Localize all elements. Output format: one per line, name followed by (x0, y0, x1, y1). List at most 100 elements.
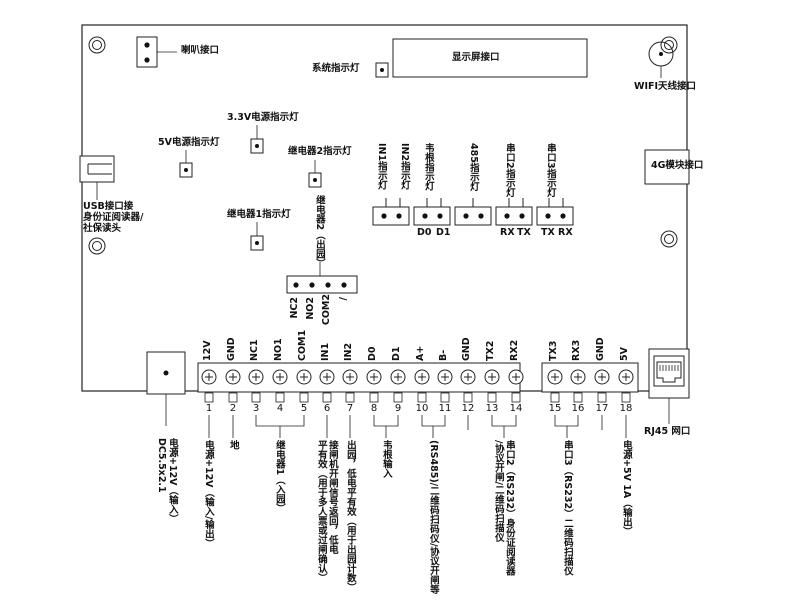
rs485-indicator-label: 485指示灯 (467, 143, 479, 192)
terminal-screw-icon (594, 369, 610, 403)
terminal-label: B- (438, 349, 449, 361)
terminal-7-desc: 出园，低电平有效（用于出园计数） (344, 440, 356, 592)
terminal-1011-desc: (RS485)/二维码扫码仪/协议开闸等 (427, 440, 439, 595)
terminal-number: 12 (461, 403, 475, 414)
wiegand-pin-d1: D1 (436, 227, 451, 238)
display-connector (392, 38, 588, 78)
wifi-label: WIFI天线接口 (634, 81, 697, 92)
terminal-label: D0 (367, 346, 378, 362)
terminal-label: IN1 (320, 342, 331, 361)
terminal-screw-icon (414, 369, 430, 403)
terminal-screw-icon (484, 369, 500, 403)
terminal-label: RX2 (509, 339, 520, 361)
uart3-indicator-label: 串口3指示灯 (544, 143, 556, 198)
terminal-label: GND (461, 337, 472, 361)
led-3v3-label: 3.3V电源指示灯 (227, 112, 299, 123)
speaker-connector (136, 36, 177, 68)
in1-indicator-label: IN1指示灯 (375, 143, 387, 190)
uart2-pin-rx: RX (500, 227, 515, 238)
terminal-screw-icon (547, 369, 563, 403)
terminal-screw-icon (437, 369, 453, 403)
terminal-2-desc: 地 (227, 440, 239, 450)
wifi-antenna-icon (648, 41, 674, 78)
terminal-number: 15 (548, 403, 562, 414)
terminal-label: RX3 (571, 339, 582, 361)
relay2-pin-com2: COM2 (321, 294, 332, 326)
terminal-number: 9 (394, 403, 402, 414)
4g-module-label: 4G模块接口 (651, 160, 704, 171)
uart3-pin-rx: RX (558, 227, 573, 238)
indicator-headers (372, 198, 574, 226)
display-label: 显示屏接口 (452, 52, 500, 63)
uart2-indicator-label: 串口2指示灯 (503, 143, 515, 198)
terminal-number: 17 (595, 403, 609, 414)
power-input-desc: 电源+12V（输入） DC5.5x2.1 (155, 438, 178, 524)
terminal-screw-icon (248, 369, 264, 403)
terminal-screw-icon (225, 369, 241, 403)
wiegand-pin-d0: D0 (417, 227, 432, 238)
terminal-label: TX3 (548, 340, 559, 361)
terminal-label: 5V (619, 347, 630, 361)
terminal-number: 3 (252, 403, 260, 414)
terminal-number: 10 (415, 403, 429, 414)
terminal-label: GND (226, 337, 237, 361)
wiegand-indicator-label: 韦根指示灯 (422, 143, 434, 191)
terminal-number: 14 (509, 403, 523, 414)
relay2-header (286, 262, 358, 294)
terminal-1-desc: 电源+12V（输入/输出） (202, 440, 214, 549)
terminal-screw-icon (201, 369, 217, 403)
indicator-dots (381, 213, 566, 219)
terminal-screw-icon (618, 369, 634, 403)
terminal-screw-icon (342, 369, 358, 403)
led-relay2 (308, 160, 322, 188)
terminal-label: 12V (202, 340, 213, 361)
terminal-1516-desc: 串口3（RS232）二维码扫描仪 (561, 440, 573, 576)
terminal-number: 8 (370, 403, 378, 414)
terminal-label: TX2 (485, 340, 496, 361)
uart3-pin-tx: TX (541, 227, 555, 238)
terminal-screw-icon (508, 369, 524, 403)
dc-jack (146, 351, 186, 426)
terminal-number: 16 (571, 403, 585, 414)
uart2-pin-tx: TX (517, 227, 531, 238)
leader-lines (208, 415, 627, 438)
terminal-screw-icon (390, 369, 406, 403)
terminal-number: 11 (438, 403, 452, 414)
terminal-screw-icon (570, 369, 586, 403)
rj45-port (648, 348, 690, 424)
terminal-number: 13 (485, 403, 499, 414)
terminal-6-desc: 接闸机开闸信号返回，低电 平有效（用于多人票或过闸确认） (315, 440, 338, 583)
terminal-18-desc: 电源+5V 1A（输出） (620, 440, 632, 537)
terminal-screw-icon (319, 369, 335, 403)
terminal-1314-desc: 串口2（RS232）身份证阅读器 /协议开闸/二维码扫描仪 (492, 440, 515, 576)
terminal-number: 1 (205, 403, 213, 414)
in2-indicator-label: IN2指示灯 (398, 143, 410, 190)
terminal-screw-icon (272, 369, 288, 403)
terminal-number: 4 (276, 403, 284, 414)
led-relay1 (250, 222, 264, 251)
led-relay2-label: 继电器2指示灯 (288, 146, 352, 157)
usb-label: USB接口接 身份证阅读器/ 社保读头 (83, 201, 144, 234)
speaker-label: 喇叭接口 (181, 45, 220, 56)
terminal-label: D1 (391, 346, 402, 362)
relay2-pin-slash: / (338, 297, 349, 301)
led-relay1-label: 继电器1指示灯 (227, 209, 291, 220)
usb-connector (79, 155, 115, 200)
terminal-number: 6 (323, 403, 331, 414)
terminal-number: 5 (300, 403, 308, 414)
terminal-number: 2 (229, 403, 237, 414)
terminal-number: 7 (346, 403, 354, 414)
terminal-label: NC1 (249, 339, 260, 361)
relay2-pin-no2: NO2 (305, 297, 316, 320)
terminal-label: NO1 (273, 338, 284, 361)
system-led (375, 62, 389, 78)
system-led-label: 系统指示灯 (312, 63, 360, 74)
terminal-345-desc: 继电器1（入园） (273, 440, 285, 514)
terminal-number: 18 (619, 403, 633, 414)
terminal-label: A+ (415, 345, 426, 361)
terminal-screw-icon (296, 369, 312, 403)
terminal-89-desc: 韦根输入 (380, 440, 392, 478)
terminal-label: COM1 (297, 329, 308, 361)
led-5v (179, 150, 193, 178)
